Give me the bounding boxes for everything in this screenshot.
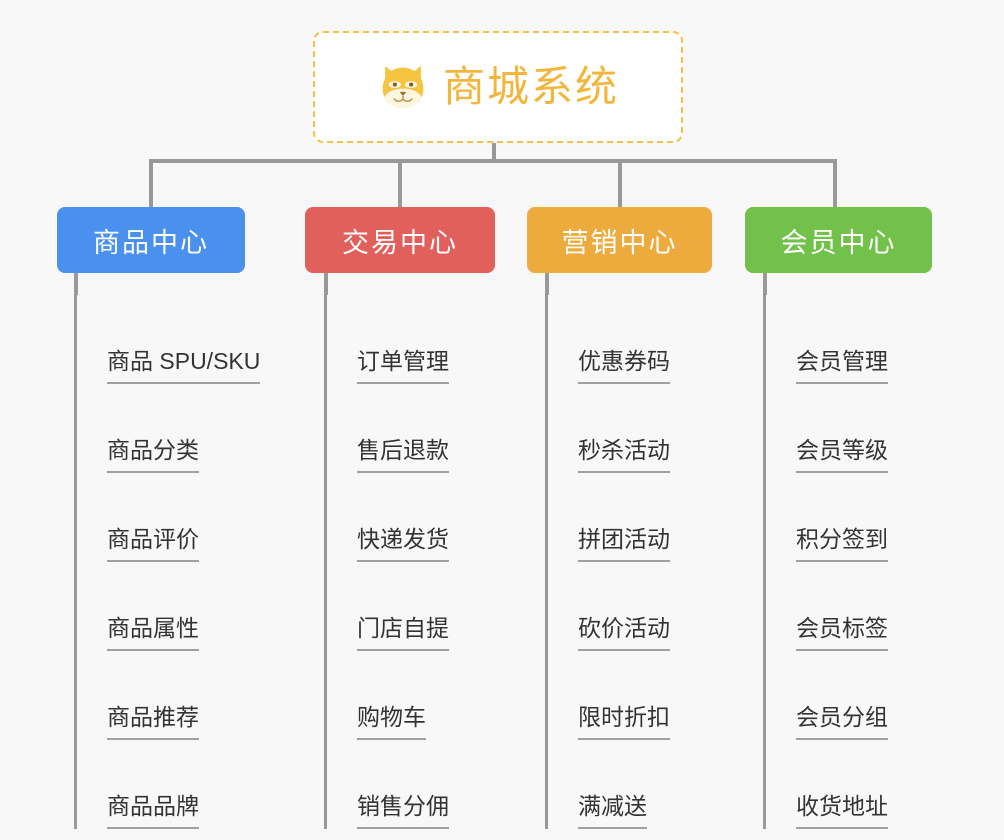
connector-drop-1 [149,159,153,207]
list-item[interactable]: 购物车 [327,651,553,740]
item-list-member-center: 会员管理 会员等级 积分签到 会员标签 会员分组 收货地址 [763,273,975,829]
list-item-label: 订单管理 [357,348,449,384]
list-item-label: 商品 SPU/SKU [107,348,261,384]
list-item[interactable]: 会员管理 [766,295,975,384]
list-item-label: 售后退款 [357,437,449,473]
item-list-marketing-center: 优惠券码 秒杀活动 拼团活动 砍价活动 限时折扣 满减送 [545,273,757,829]
list-item-label: 快递发货 [357,526,449,562]
list-item[interactable]: 门店自提 [327,562,553,651]
list-item-label: 限时折扣 [578,704,670,740]
list-item[interactable]: 快递发货 [327,473,553,562]
connector-horizontal-bus [149,159,837,163]
list-item[interactable]: 商品评价 [77,473,317,562]
list-item-label: 优惠券码 [578,348,670,384]
list-item-label: 会员等级 [796,437,888,473]
branch-trade-center: 交易中心 订单管理 售后退款 快递发货 门店自提 购物车 销售分佣 [305,207,553,829]
list-item-label: 收货地址 [796,793,888,829]
list-item[interactable]: 秒杀活动 [548,384,757,473]
list-item[interactable]: 会员分组 [766,651,975,740]
connector-drop-4 [833,159,837,207]
list-item[interactable]: 收货地址 [766,740,975,829]
list-item-label: 秒杀活动 [578,437,670,473]
branch-product-center: 商品中心 商品 SPU/SKU 商品分类 商品评价 商品属性 商品推荐 商品品牌 [57,207,317,829]
branch-marketing-center: 营销中心 优惠券码 秒杀活动 拼团活动 砍价活动 限时折扣 满减送 [527,207,757,829]
category-label: 交易中心 [342,227,458,258]
list-item-label: 门店自提 [357,615,449,651]
list-item[interactable]: 商品推荐 [77,651,317,740]
root-node[interactable]: 商城系统 [313,31,683,143]
category-box-trade-center[interactable]: 交易中心 [305,207,495,273]
list-item-label: 商品推荐 [107,704,199,740]
list-item[interactable]: 拼团活动 [548,473,757,562]
list-item-label: 积分签到 [796,526,888,562]
list-item[interactable]: 会员标签 [766,562,975,651]
list-item[interactable]: 积分签到 [766,473,975,562]
list-item[interactable]: 商品分类 [77,384,317,473]
category-box-marketing-center[interactable]: 营销中心 [527,207,712,273]
list-item-label: 商品评价 [107,526,199,562]
list-item[interactable]: 售后退款 [327,384,553,473]
connector-root-stem [492,143,496,162]
item-list-trade-center: 订单管理 售后退款 快递发货 门店自提 购物车 销售分佣 [324,273,553,829]
category-box-product-center[interactable]: 商品中心 [57,207,245,273]
category-label: 会员中心 [780,227,897,258]
list-item[interactable]: 订单管理 [327,295,553,384]
list-item-label: 购物车 [357,704,426,740]
item-list-product-center: 商品 SPU/SKU 商品分类 商品评价 商品属性 商品推荐 商品品牌 [74,273,317,829]
list-item[interactable]: 砍价活动 [548,562,757,651]
list-item-label: 会员管理 [796,348,888,384]
list-item-label: 砍价活动 [578,615,670,651]
list-item[interactable]: 会员等级 [766,384,975,473]
connector-drop-3 [618,159,622,207]
category-label: 营销中心 [561,227,678,258]
root-title: 商城系统 [442,63,619,110]
connector-drop-2 [398,159,402,207]
branch-member-center: 会员中心 会员管理 会员等级 积分签到 会员标签 会员分组 收货地址 [745,207,975,829]
list-item-label: 商品品牌 [107,793,199,829]
category-box-member-center[interactable]: 会员中心 [745,207,932,273]
list-item[interactable]: 商品属性 [77,562,317,651]
list-item-label: 拼团活动 [578,526,670,562]
list-item-label: 会员分组 [796,704,888,740]
list-item-label: 商品分类 [107,437,199,473]
list-item[interactable]: 限时折扣 [548,651,757,740]
list-item-label: 销售分佣 [357,793,449,829]
list-item[interactable]: 商品品牌 [77,740,317,829]
list-item-label: 满减送 [578,793,647,829]
list-item[interactable]: 满减送 [548,740,757,829]
category-label: 商品中心 [93,227,209,258]
list-item[interactable]: 优惠券码 [548,295,757,384]
list-item-label: 商品属性 [107,615,199,651]
list-item-label: 会员标签 [796,615,888,651]
list-item[interactable]: 商品 SPU/SKU [77,295,317,384]
shiba-dog-icon [382,65,424,109]
list-item[interactable]: 销售分佣 [327,740,553,829]
